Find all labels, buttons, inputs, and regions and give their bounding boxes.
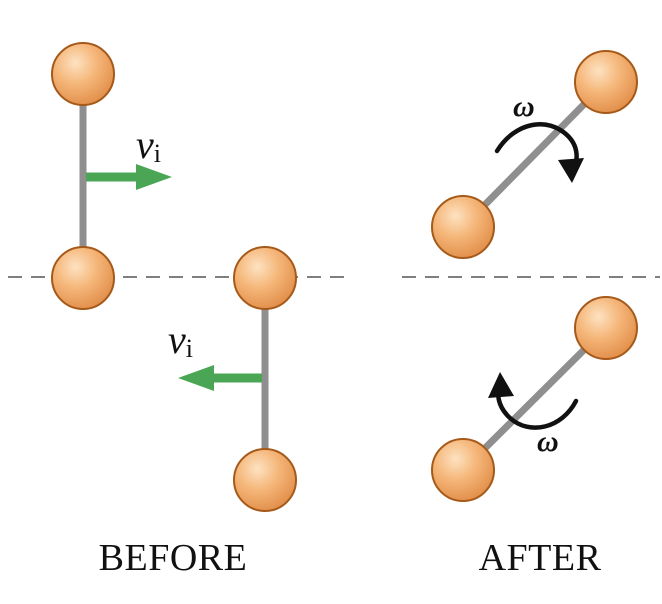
- dumbbell-after-upper: [431, 50, 638, 259]
- rod: [460, 79, 609, 230]
- ball-icon: [431, 438, 495, 502]
- rotation-arrow-clockwise-icon: [494, 122, 584, 183]
- omega-label-lower: ω: [537, 425, 559, 458]
- ball-icon: [233, 246, 297, 310]
- after-caption: AFTER: [479, 537, 602, 579]
- dumbbell-before-lower: [233, 246, 297, 512]
- dumbbell-before-upper: [51, 42, 115, 310]
- omega-label-upper: ω: [513, 90, 535, 123]
- dumbbell-after-lower: [431, 296, 638, 502]
- ball-icon: [51, 42, 115, 106]
- ball-icon: [51, 246, 115, 310]
- ball-icon: [431, 195, 495, 259]
- velocity-label-upper: vi: [136, 122, 161, 168]
- velocity-arrow-left-icon: [178, 365, 262, 391]
- rod: [460, 325, 609, 473]
- velocity-label-lower: vi: [168, 317, 193, 363]
- before-caption: BEFORE: [99, 537, 248, 579]
- rotation-arrow-counterclockwise-icon: [488, 372, 579, 430]
- ball-icon: [233, 448, 297, 512]
- velocity-arrow-right-icon: [86, 164, 172, 190]
- ball-icon: [574, 296, 638, 360]
- ball-icon: [574, 50, 638, 114]
